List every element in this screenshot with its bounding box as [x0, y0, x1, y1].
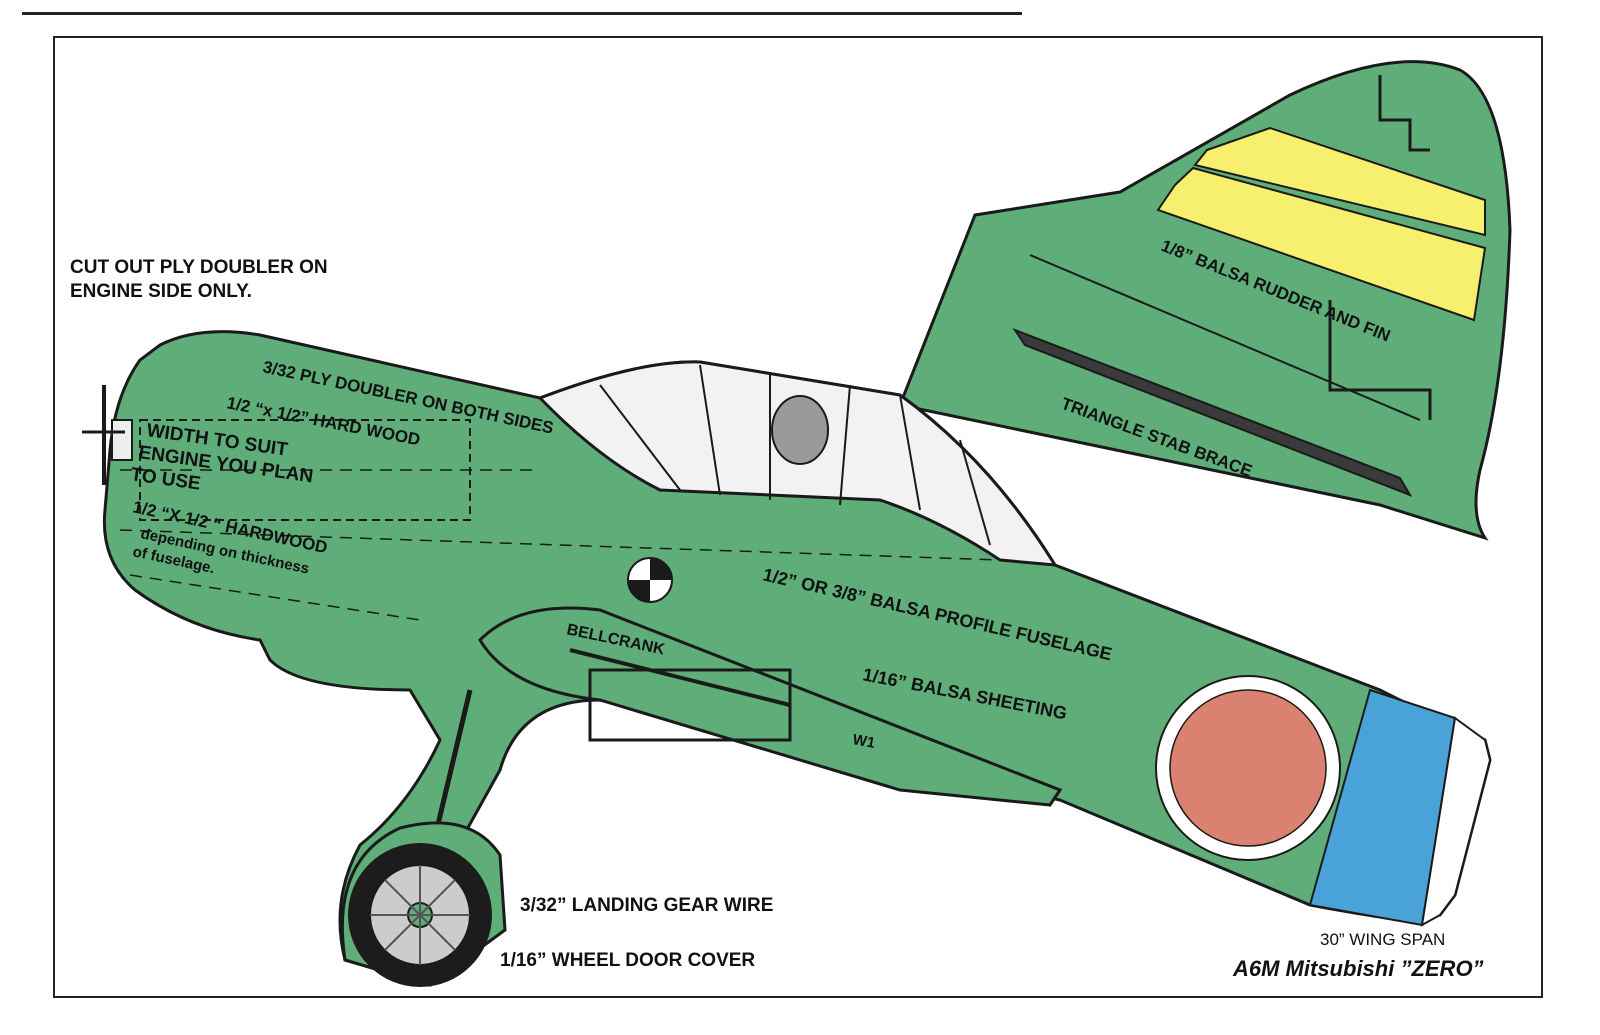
model-name: A6M Mitsubishi ”ZERO”: [1233, 956, 1484, 981]
tail-fin: [897, 60, 1512, 541]
pilot-head: [771, 395, 829, 465]
fin-diagonal: [1029, 254, 1421, 421]
fin-hinge-lower: [1328, 300, 1432, 420]
note-ply-doubler-line1: CUT OUT PLY DOUBLER ON: [70, 257, 328, 278]
fin-hinge-step: [1378, 75, 1430, 152]
top-rule: [22, 12, 1022, 15]
label-wheel-door: 1/16” WHEEL DOOR COVER: [500, 950, 756, 971]
note-ply-doubler: CUT OUT PLY DOUBLER ON ENGINE SIDE ONLY.: [70, 256, 328, 304]
tail-stripe-upper: [1193, 126, 1486, 237]
tail-stripe-lower: [1156, 166, 1487, 322]
fuselage: [102, 330, 1492, 987]
wing-span-text: 30” WING SPAN: [1320, 930, 1446, 949]
propeller-hub: [82, 385, 133, 485]
stab-brace-bar: [1012, 327, 1413, 497]
tail-tip: [1420, 716, 1492, 927]
label-wing-mark: W1: [851, 731, 876, 752]
label-landing-gear: 3/32” LANDING GEAR WIRE: [520, 895, 774, 916]
drawing-frame: [53, 36, 1543, 998]
landing-gear: [340, 689, 507, 987]
wing-root-airfoil: [478, 606, 1063, 807]
note-ply-doubler-line2: ENGINE SIDE ONLY.: [70, 281, 252, 302]
